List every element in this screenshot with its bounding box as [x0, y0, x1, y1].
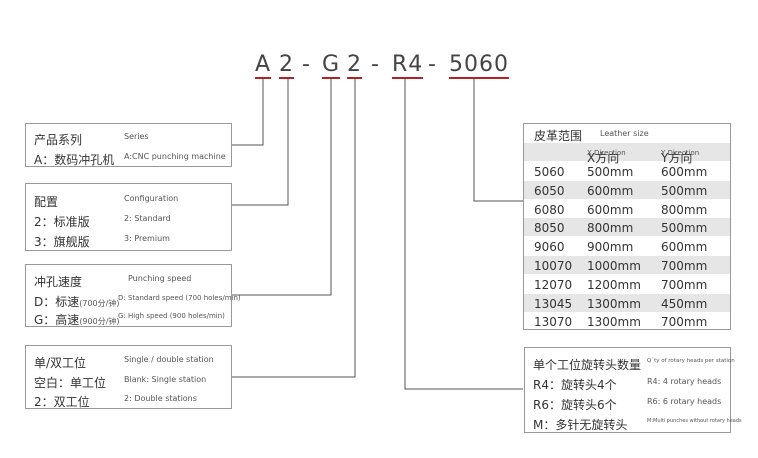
station-line-double: 2：双工位 2: Double stations [34, 394, 197, 409]
leather-table-row: 10070 1000mm 700mm [524, 256, 730, 274]
leather-code-cell: 6050 [534, 183, 565, 198]
leather-x-cell: 1300mm [587, 315, 641, 330]
leather-title-row: 皮革范围 Leather size [534, 129, 649, 143]
leather-y-cell: 500mm [661, 183, 708, 198]
code-part-2: 2 [279, 52, 294, 79]
speed-line-high: G：高速(900分/钟) G: High speed (900 holes/mi… [34, 312, 225, 327]
leather-table-row: 8050 800mm 500mm [524, 218, 730, 237]
code-part-a: A [255, 52, 272, 79]
leather-table-row: 13045 1300mm 450mm [524, 293, 730, 312]
leather-code-cell: 12070 [534, 277, 573, 292]
series-box: 产品系列 Series A：数码冲孔机 A:CNC punching machi… [25, 123, 232, 167]
leather-code-cell: 6080 [534, 202, 565, 217]
connector-config [232, 78, 289, 206]
series-line-a: A：数码冲孔机 A:CNC punching machine [34, 152, 226, 167]
connector-station [232, 78, 356, 378]
leather-x-cell: 900mm [587, 240, 634, 255]
leather-code-cell: 5060 [534, 165, 565, 179]
leather-table-row: 6050 600mm 500mm [524, 180, 730, 199]
rotary-line-r4: R4：旋转头4个 R4: 4 rotary heads [533, 377, 722, 392]
config-title: 配置 Configuration [34, 194, 179, 209]
leather-y-cell: 700mm [661, 315, 708, 330]
station-title: 单/双工位 Single / double station [34, 355, 214, 370]
code-sep-2: - [371, 52, 379, 77]
code-sep-1: - [302, 52, 310, 77]
connector-speed [232, 78, 332, 296]
connector-leather [473, 78, 523, 202]
leather-code-cell: 8050 [534, 221, 565, 236]
leather-y-cell: 450mm [661, 296, 708, 311]
leather-y-cell: 500mm [661, 221, 708, 236]
station-box: 单/双工位 Single / double station 空白：单工位 Bla… [25, 345, 232, 409]
code-part-station: 2 [347, 52, 362, 79]
leather-y-cell: 700mm [661, 277, 708, 292]
code-part-size: 5060 [449, 52, 509, 79]
leather-size-table: 皮革范围 Leather size X方向 X Direction Y方向 Y … [523, 123, 731, 330]
leather-y-cell: 800mm [661, 202, 708, 217]
leather-table-row: 13070 1300mm 700mm [524, 312, 730, 330]
leather-header-row: X方向 X Direction Y方向 Y Direction [524, 143, 730, 165]
leather-x-cell: 800mm [587, 221, 634, 236]
leather-code-cell: 10070 [534, 259, 573, 273]
rotary-title: 单个工位旋转头数量 Q`ty of rotary heads per stati… [533, 358, 735, 372]
series-title: 产品系列 Series [34, 132, 149, 147]
speed-box: 冲孔速度 Punching speed D：标速(700分/钟) D: Stan… [25, 264, 241, 327]
leather-x-cell: 600mm [587, 202, 634, 217]
code-part-g: G [322, 52, 341, 79]
code-part-r4: R4 [392, 52, 424, 79]
leather-x-cell: 1300mm [587, 296, 641, 311]
connector-rotary [404, 78, 523, 390]
config-line-standard: 2：标准版 2: Standard [34, 214, 171, 229]
leather-table-row: 6080 600mm 800mm [524, 200, 730, 218]
leather-table-row: 5060 500mm 600mm [524, 162, 730, 180]
configuration-box: 配置 Configuration 2：标准版 2: Standard 3：旗舰版… [25, 183, 232, 251]
leather-code-cell: 13070 [534, 315, 573, 330]
speed-title: 冲孔速度 Punching speed [34, 274, 192, 289]
leather-y-cell: 600mm [661, 165, 708, 179]
leather-x-cell: 600mm [587, 183, 634, 198]
rotary-line-m: M：多针无旋转头 M:Multi punches without rotary … [533, 418, 742, 432]
leather-x-cell: 1200mm [587, 277, 641, 292]
rotary-heads-box: 单个工位旋转头数量 Q`ty of rotary heads per stati… [524, 347, 742, 433]
connector-series [232, 78, 264, 146]
leather-code-cell: 13045 [534, 296, 573, 311]
leather-code-cell: 9060 [534, 240, 565, 255]
leather-table-row: 9060 900mm 600mm [524, 237, 730, 255]
rotary-line-r6: R6：旋转头6个 R6: 6 rotary heads [533, 397, 722, 412]
leather-y-cell: 700mm [661, 259, 708, 273]
leather-y-cell: 600mm [661, 240, 708, 255]
leather-x-cell: 1000mm [587, 259, 641, 273]
speed-line-standard: D：标速(700分/钟) D: Standard speed (700 hole… [34, 294, 241, 309]
leather-x-cell: 500mm [587, 165, 634, 179]
station-line-single: 空白：单工位 Blank: Single station [34, 375, 207, 390]
code-sep-3: - [428, 52, 436, 77]
leather-table-row: 12070 1200mm 700mm [524, 275, 730, 293]
config-line-premium: 3：旗舰版 3: Premium [34, 234, 170, 249]
